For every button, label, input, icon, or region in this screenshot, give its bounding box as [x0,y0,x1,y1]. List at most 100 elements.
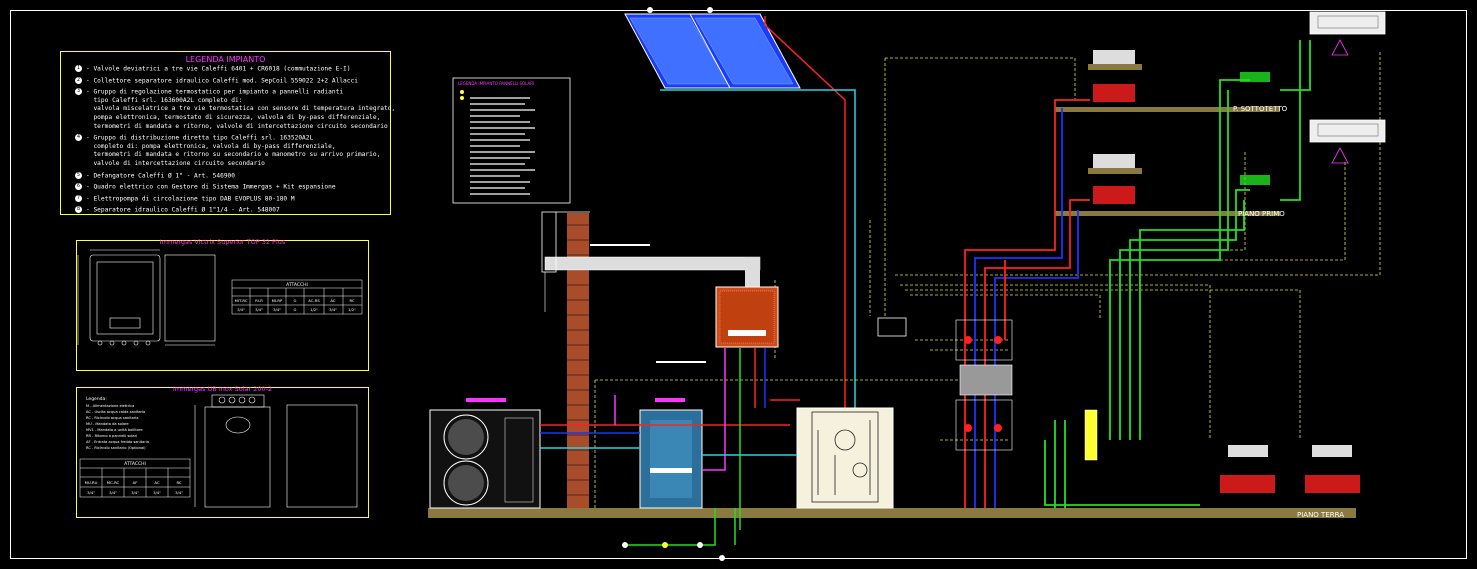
boiler-ub-inox-table [79,458,191,498]
boiler-victrix-value: 1/2" [310,307,318,312]
floor-slab-attic [1055,107,1280,112]
solar-panel-marker-icon [707,7,713,13]
legend-number-icon: 5 [75,171,82,179]
boiler-victrix-table-title: ATTACCHI [286,282,308,288]
boiler-ub-inox-legend-line: MV1 - Mandata a unità bollitore [86,428,143,432]
boiler-ub-inox-legend-line: AF - Entrata acqua fredda sanitaria [86,440,149,444]
boiler-victrix-subheaders: MIT-RC RI-R MI-RP G AC-RS AC RC [235,298,355,303]
flue-terminal [541,211,557,273]
boiler-ub-inox-legend-line: AC - Uscita acqua calda sanitaria [86,410,145,414]
boiler-ub-inox-box: Immergas UB Inox Solar 200-2 [76,385,369,518]
legend-item-text: - Defangatore Caleffi Ø 1" - Art. 546900 [86,172,236,180]
boiler-ub-inox-title: Immergas UB Inox Solar 200-2 [172,385,273,393]
solar-legend-box [452,77,571,204]
boiler-ub-inox-drawing [194,394,358,508]
storage-tank-label [655,398,685,402]
boiler-victrix-value: G [294,307,297,312]
fan-coil-units [1309,11,1386,164]
boiler-ub-inox-table-title: ATTACCHI [124,461,146,467]
legend-item-text: tipo Caleffi srl. 163600A2L completo di: [86,96,243,104]
boiler-victrix-subheader: AC-RS [308,298,320,303]
legend-item-text: - Valvole deviatrici a tre vie Caleffi 6… [86,65,351,73]
boiler-victrix-value: 3/4" [255,307,263,312]
legend-item: 8 - Separatore idraulico Caleffi Ø 1"1/4 … [75,206,280,214]
boiler-ub-inox-subheader: RC [176,480,181,485]
heat-pump-unit [429,409,541,509]
chimney-brick [567,213,589,508]
heat-pump-label [466,398,506,402]
legend-item: pompa elettronica, termostato di sicurez… [86,114,380,121]
solar-legend-lines [470,97,535,195]
floor-manifolds [1088,50,1360,493]
legend-item: completo di: pompa elettronica, valvola … [86,142,336,150]
legend-item: valvole di intercettazione circuito seco… [86,160,265,167]
legend-item: termometri di mandata e ritorno su secon… [86,151,380,158]
boiler-ub-inox-value: 3/4" [153,490,161,495]
floor-label-attic: P. SOTTOTETTO [1233,105,1288,113]
legend-item-text: pompa elettronica, termostato di sicurez… [86,114,381,121]
legend-item-text: - Gruppo di regolazione termostatico per… [86,88,344,96]
boiler-ub-inox-value: 3/4" [109,490,117,495]
boiler-ub-inox-subheader: MC-RC [107,480,120,485]
legend-title: LEGENDA IMPIANTO [185,55,266,64]
legend-item-text: - Separatore idraulico Caleffi Ø 1"1/4 -… [86,206,280,214]
legend-item: 4- Gruppo di distribuzione diretta tipo … [75,134,313,142]
legend-number-icon: 8 [75,206,82,214]
boiler-ub-inox-subheader: AF [133,480,138,485]
boiler-victrix-subheader: G [294,298,297,303]
legend-item: 6- Quadro elettrico con Gestore di Siste… [75,183,336,191]
condensing-boiler [715,286,779,348]
solar-panel-marker-icon [647,7,653,13]
legend-number-icon: 3 [75,88,82,96]
legend-item-text: valvole di intercettazione circuito seco… [86,160,265,167]
legend-number-icon: 6 [75,183,82,191]
boiler-victrix-table [231,279,363,315]
legend-item: tipo Caleffi srl. 163600A2L completo di: [86,97,242,104]
boiler-ub-inox-values: 3/4"3/4"3/4"3/4"3/4" [87,490,183,495]
solar-panel-left [624,13,736,89]
legend-item-text: termometri di mandata e ritorno, valvole… [86,122,388,130]
boiler-victrix-title: Immergas Victrix Superior TOP 32 Plus [159,238,286,246]
boiler-victrix-subheader: RI-R [255,298,263,303]
legend-number-icon: 4 [75,134,82,142]
legend-item: 7- Elettropompa di circolazione tipo DAB… [75,194,295,203]
hydraulic-separator [1084,409,1098,461]
boiler-ub-inox-subheader: MU-RU [85,480,98,485]
drawing-frame [10,10,1467,559]
floor-label-first: PIANO PRIMO [1238,210,1285,218]
boiler-victrix-subheader: RC [349,298,354,303]
floor-slab-ground [428,508,1356,518]
boiler-victrix-subheader: MIT-RC [235,298,248,303]
legend-item-text: completo di: pompa elettronica, valvola … [86,142,336,150]
solar-pipe-cyan [660,89,856,508]
cold-water-inlet [622,542,725,561]
indoor-hydronic-module [796,407,894,509]
legend-item: 1- Valvole deviatrici a tre vie Caleffi … [75,65,351,73]
legend-impianto-box: LEGENDA IMPIANTO 1- Valvole deviatrici a… [60,51,395,215]
solar-pipe-red [764,16,846,508]
boiler-victrix-value: 1/2" [348,307,356,312]
legend-item-text: valvola miscelatrice a tre vie termostat… [86,105,396,113]
boiler-ub-inox-value: 3/4" [175,490,183,495]
boiler-victrix-subheader: MI-RP [272,298,283,303]
legend-item-text: - Elettropompa di circolazione tipo DAB … [86,195,295,203]
flue-pipe [544,256,761,271]
solar-legend-bullet-icon [460,96,464,100]
risers [964,40,1311,508]
boiler-ub-inox-legend-line: RR - Ritorno a pannelli solari [86,434,137,438]
ground-piping [540,348,800,546]
solar-legend-bullet-icon [460,90,464,94]
boiler-victrix-subheader: AC [330,298,336,303]
floor-label-ground: PIANO TERRA [1297,511,1344,519]
floor-slab-first [1055,211,1280,216]
legend-item-text: - Collettore separatore idraulico Caleff… [86,77,358,85]
solar-legend-title: LEGENDA IMPIANTO PANNELLI SOLARI [458,81,534,86]
boiler-victrix-value: 3/4" [273,307,281,312]
distribution-groups [877,317,1013,451]
legend-item: valvola miscelatrice a tre vie termostat… [86,105,395,112]
boiler-ub-inox-legend-title: Legenda: [86,396,107,402]
boiler-victrix-box: Immergas Victrix Superior TOP 32 Plus [76,238,369,371]
